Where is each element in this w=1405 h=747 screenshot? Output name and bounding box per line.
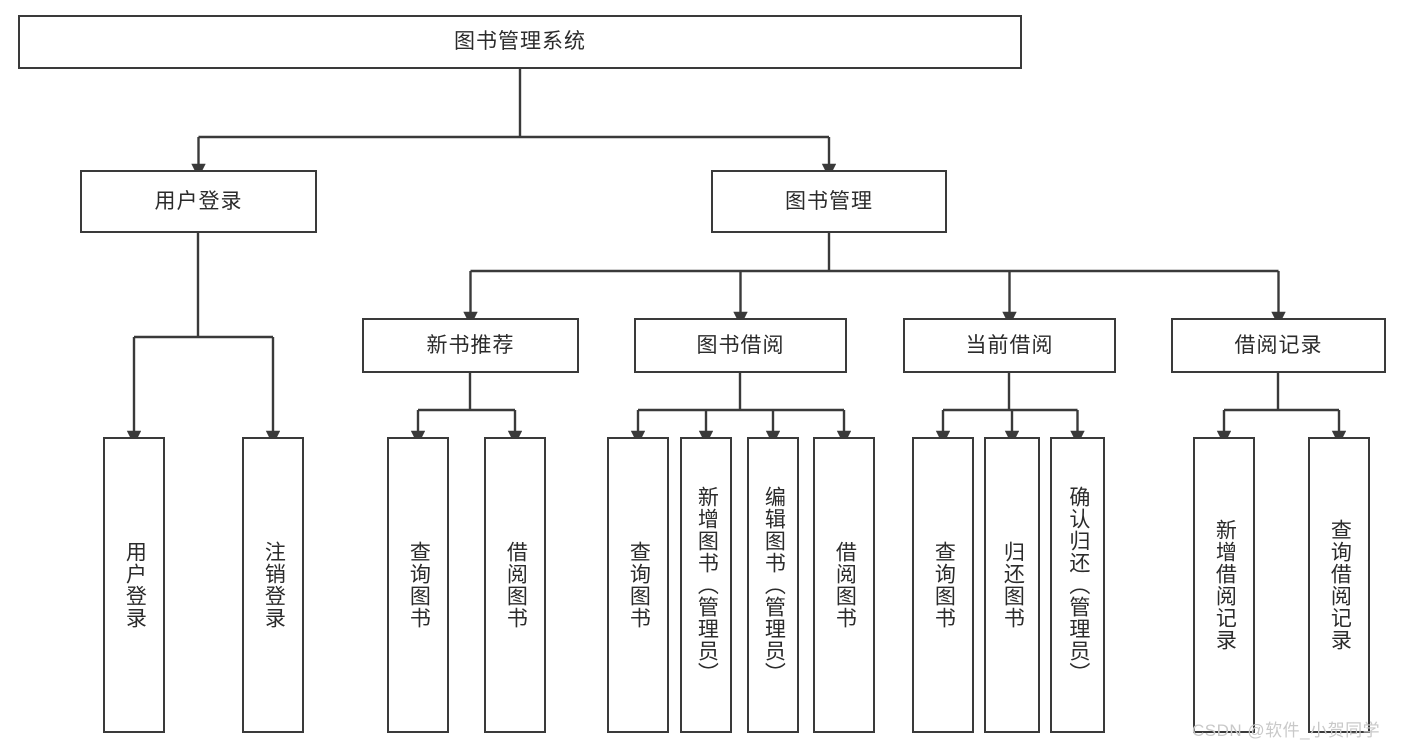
node-bo-borrow[interactable]: 借阅图书 [813, 437, 875, 733]
node-label-cu-return: 归还图书 [1001, 541, 1025, 629]
node-label-current: 当前借阅 [965, 333, 1054, 357]
node-nb-borrow[interactable]: 借阅图书 [484, 437, 546, 733]
node-cu-query[interactable]: 查询图书 [912, 437, 974, 733]
node-bookmgmt[interactable]: 图书管理 [711, 170, 947, 233]
connector-paths [126, 69, 1347, 446]
node-cu-confirm[interactable]: 确认归还（管理员） [1050, 437, 1105, 733]
node-label-bookmgmt: 图书管理 [785, 189, 873, 213]
node-label-bo-edit: 编辑图书（管理员） [762, 486, 786, 684]
node-label-cu-query: 查询图书 [932, 541, 956, 629]
node-label-login-out: 注销登录 [262, 541, 286, 629]
node-nb-query[interactable]: 查询图书 [387, 437, 449, 733]
node-label-borrow: 图书借阅 [696, 333, 785, 357]
node-records[interactable]: 借阅记录 [1171, 318, 1386, 373]
node-label-root: 图书管理系统 [454, 30, 586, 54]
node-bo-query[interactable]: 查询图书 [607, 437, 669, 733]
node-login[interactable]: 用户登录 [80, 170, 317, 233]
node-login-in[interactable]: 用户登录 [103, 437, 165, 733]
node-label-bo-borrow: 借阅图书 [833, 541, 857, 629]
node-label-login-in: 用户登录 [123, 541, 147, 629]
node-label-nb-borrow: 借阅图书 [504, 541, 528, 629]
node-label-bo-query: 查询图书 [627, 541, 651, 629]
node-bo-edit[interactable]: 编辑图书（管理员） [747, 437, 799, 733]
node-label-login: 用户登录 [154, 189, 243, 213]
node-cu-return[interactable]: 归还图书 [984, 437, 1040, 733]
node-root[interactable]: 图书管理系统 [18, 15, 1022, 69]
node-bo-add[interactable]: 新增图书（管理员） [680, 437, 732, 733]
node-label-bo-add: 新增图书（管理员） [695, 486, 719, 684]
node-label-nb-query: 查询图书 [407, 541, 431, 629]
node-label-cu-confirm: 确认归还（管理员） [1066, 486, 1090, 684]
node-borrow[interactable]: 图书借阅 [634, 318, 847, 373]
node-label-records: 借阅记录 [1234, 333, 1323, 357]
node-label-re-query: 查询借阅记录 [1328, 519, 1352, 651]
watermark: CSDN @软件_小贺同学 [1192, 721, 1381, 740]
node-login-out[interactable]: 注销登录 [242, 437, 304, 733]
node-current[interactable]: 当前借阅 [903, 318, 1116, 373]
node-re-add[interactable]: 新增借阅记录 [1193, 437, 1255, 733]
node-label-newbook: 新书推荐 [426, 333, 515, 357]
node-label-re-add: 新增借阅记录 [1213, 519, 1237, 651]
node-re-query[interactable]: 查询借阅记录 [1308, 437, 1370, 733]
node-newbook[interactable]: 新书推荐 [362, 318, 579, 373]
